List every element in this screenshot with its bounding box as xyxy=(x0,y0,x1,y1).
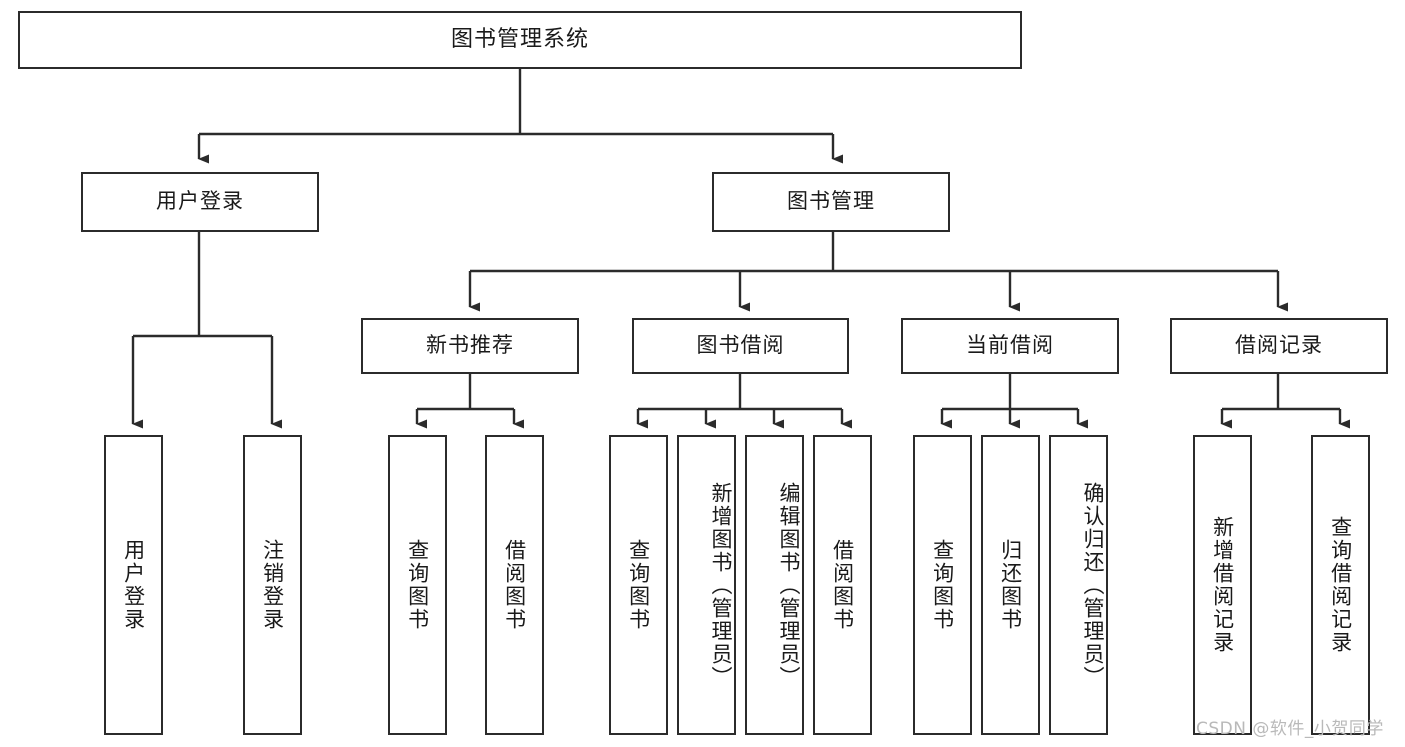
leaf-user-login-logout[interactable]: 注销登录 xyxy=(243,435,302,735)
node-label: 查询图书 xyxy=(626,539,651,631)
leaf-current-borrow-query-books[interactable]: 查询图书 xyxy=(913,435,972,735)
node-label: 用户登录 xyxy=(121,539,146,631)
node-label: 注销登录 xyxy=(260,539,285,631)
node-user-login[interactable]: 用户登录 xyxy=(81,172,319,232)
csdn-watermark: CSDN @软件_小贺同学 xyxy=(1196,719,1384,739)
node-label: 用户登录 xyxy=(156,189,244,214)
node-label: 新增图书（管理员） xyxy=(709,481,733,689)
node-label: 确认归还（管理员） xyxy=(1081,481,1105,689)
node-root-book-management-system[interactable]: 图书管理系统 xyxy=(18,11,1022,69)
node-label: 查询图书 xyxy=(930,539,955,631)
node-label: 图书管理 xyxy=(787,189,875,214)
node-book-management[interactable]: 图书管理 xyxy=(712,172,950,232)
node-label: 新书推荐 xyxy=(426,333,514,358)
leaf-book-borrow-query-books[interactable]: 查询图书 xyxy=(609,435,668,735)
leaf-records-add-borrow-record[interactable]: 新增借阅记录 xyxy=(1193,435,1252,735)
leaf-book-borrow-add-book-admin[interactable]: 新增图书（管理员） xyxy=(677,435,736,735)
node-label: 新增借阅记录 xyxy=(1210,516,1235,654)
node-book-borrowing[interactable]: 图书借阅 xyxy=(632,318,849,374)
node-label: 图书管理系统 xyxy=(450,26,589,52)
node-label: 查询图书 xyxy=(405,539,430,631)
node-new-book-recommendation[interactable]: 新书推荐 xyxy=(361,318,579,374)
leaf-current-borrow-return-books[interactable]: 归还图书 xyxy=(981,435,1040,735)
leaf-current-borrow-confirm-return-admin[interactable]: 确认归还（管理员） xyxy=(1049,435,1108,735)
node-label: 查询借阅记录 xyxy=(1328,516,1353,654)
node-label: 图书借阅 xyxy=(696,333,785,358)
leaf-new-book-borrow-books[interactable]: 借阅图书 xyxy=(485,435,544,735)
node-current-borrowing[interactable]: 当前借阅 xyxy=(901,318,1119,374)
leaf-new-book-query-books[interactable]: 查询图书 xyxy=(388,435,447,735)
leaf-user-login-login[interactable]: 用户登录 xyxy=(104,435,163,735)
leaf-book-borrow-borrow-books[interactable]: 借阅图书 xyxy=(813,435,872,735)
node-label: 编辑图书（管理员） xyxy=(777,481,801,689)
node-label: 归还图书 xyxy=(998,539,1023,631)
node-label: 借阅记录 xyxy=(1235,333,1323,358)
leaf-records-query-borrow-record[interactable]: 查询借阅记录 xyxy=(1311,435,1370,735)
node-label: 借阅图书 xyxy=(502,539,527,631)
node-label: 当前借阅 xyxy=(966,333,1054,358)
node-borrowing-records[interactable]: 借阅记录 xyxy=(1170,318,1388,374)
node-label: 借阅图书 xyxy=(830,539,855,631)
leaf-book-borrow-edit-book-admin[interactable]: 编辑图书（管理员） xyxy=(745,435,804,735)
